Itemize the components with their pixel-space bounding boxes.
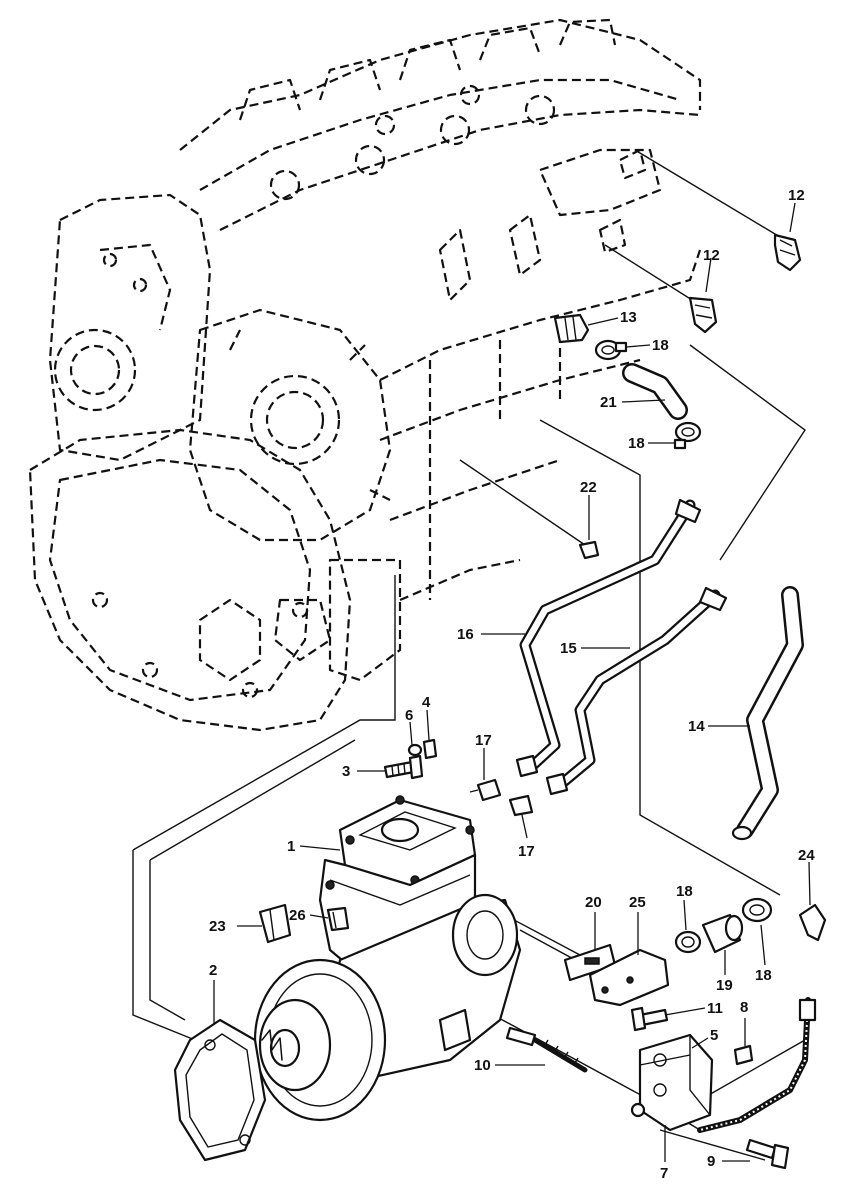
callout-16: 16 [457, 626, 474, 643]
callout-11: 11 [707, 1000, 723, 1017]
callout-23: 23 [209, 918, 226, 935]
callout-17: 17 [518, 843, 535, 860]
callout-5: 5 [710, 1027, 718, 1044]
callout-6: 6 [405, 707, 413, 724]
bolt-9 [745, 1138, 790, 1170]
callout-17: 17 [475, 732, 492, 749]
callout-15: 15 [560, 640, 577, 657]
callout-12: 12 [788, 187, 805, 204]
callout-14: 14 [688, 718, 705, 735]
connector-17-upper [469, 778, 502, 802]
elbow-fitting-12-upper [773, 233, 802, 272]
elbow-24 [798, 903, 827, 942]
callout-4: 4 [422, 694, 431, 711]
elbow-23 [258, 903, 292, 944]
gasket-2 [173, 1018, 267, 1162]
callout-18: 18 [676, 883, 693, 900]
washer-6 [407, 743, 423, 757]
clamp-18-middle [673, 421, 702, 450]
callout-18: 18 [652, 337, 669, 354]
nut-fitting-tube-15 [545, 772, 569, 796]
bolt-11 [630, 1006, 669, 1032]
callout-12: 12 [703, 247, 720, 264]
callout-20: 20 [585, 894, 602, 911]
callout-13: 13 [620, 309, 637, 326]
callout-labels: 12 12 13 18 21 18 22 16 15 14 17 17 4 6 … [209, 187, 815, 1182]
governor-bracket-5 [630, 1033, 714, 1132]
leader-lines [213, 202, 811, 1162]
hose-21 [622, 363, 688, 420]
nut-fitting-tube-16 [515, 754, 539, 778]
clamp-18-lower-right [741, 897, 773, 923]
tube-15 [554, 586, 728, 791]
callout-26: 26 [289, 907, 306, 924]
nut-4 [422, 738, 438, 760]
callout-10: 10 [474, 1057, 491, 1074]
callout-2: 2 [209, 962, 217, 979]
fitting-26 [326, 906, 350, 932]
coupling-19 [701, 913, 744, 954]
plug-22 [578, 540, 600, 560]
air-compressor-1 [253, 795, 522, 1122]
callout-18: 18 [755, 967, 772, 984]
callout-9: 9 [707, 1153, 715, 1170]
callout-22: 22 [580, 479, 597, 496]
engine-block-phantom [28, 18, 702, 732]
bolt-10 [505, 1026, 588, 1073]
bracket-25 [588, 948, 670, 1007]
clamp-18-upper [594, 339, 628, 361]
callout-7: 7 [660, 1165, 668, 1182]
callout-21: 21 [600, 394, 617, 411]
callout-8: 8 [740, 999, 748, 1016]
callout-19: 19 [716, 977, 733, 994]
tube-16 [519, 498, 702, 774]
clamp-18-lower-left [674, 930, 702, 954]
callout-18: 18 [628, 435, 645, 452]
callout-3: 3 [342, 763, 350, 780]
fitting-13 [553, 313, 590, 344]
braided-line-24 [697, 997, 817, 1133]
callout-25: 25 [629, 894, 646, 911]
screw-8 [733, 1044, 754, 1066]
callout-1: 1 [287, 838, 295, 855]
callout-24: 24 [798, 847, 815, 864]
screw-3 [383, 754, 424, 780]
elbow-fitting-12-lower [688, 296, 718, 334]
hose-14 [731, 586, 804, 841]
connector-17-lower [508, 794, 534, 817]
